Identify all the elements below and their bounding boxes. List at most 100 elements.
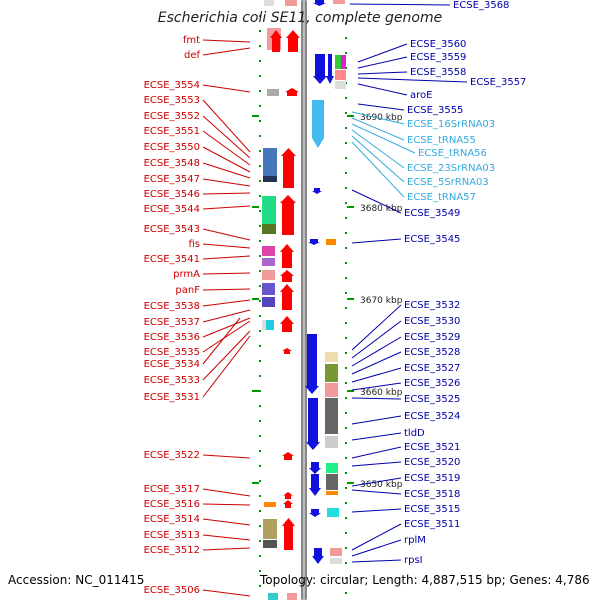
left-leader-line bbox=[202, 115, 251, 159]
right-leader-line bbox=[349, 3, 451, 6]
gene-block bbox=[287, 593, 297, 600]
left-gene-label: ECSE_3551 bbox=[144, 126, 200, 137]
gene-block bbox=[285, 0, 297, 6]
scale-label: 3680 kbp bbox=[360, 204, 403, 214]
tick-dot bbox=[345, 472, 347, 474]
scale-label: 3670 kbp bbox=[360, 296, 403, 306]
right-leader-line bbox=[357, 103, 405, 111]
right-gene-label: ECSE_3529 bbox=[404, 332, 460, 343]
reverse-gene-arrow bbox=[280, 195, 296, 235]
left-leader-line bbox=[202, 320, 251, 353]
left-leader-line bbox=[202, 146, 251, 173]
forward-gene-arrow bbox=[312, 188, 322, 194]
left-leader-line bbox=[202, 488, 251, 497]
gene-block bbox=[262, 224, 276, 234]
gene-block bbox=[330, 558, 342, 564]
gene-block bbox=[325, 436, 338, 448]
right-gene-label: ECSE_3528 bbox=[404, 347, 460, 358]
left-gene-label: ECSE_3550 bbox=[144, 142, 200, 153]
left-leader-line bbox=[202, 335, 251, 398]
tick-dot bbox=[259, 225, 261, 227]
left-leader-line bbox=[202, 130, 251, 166]
gene-block bbox=[330, 548, 342, 556]
forward-gene-arrow bbox=[309, 474, 321, 496]
tick-dot bbox=[259, 270, 261, 272]
gene-block bbox=[341, 55, 346, 69]
right-leader-line bbox=[351, 432, 402, 441]
tick-dot bbox=[259, 360, 261, 362]
right-gene-label: ECSE_3524 bbox=[404, 411, 460, 422]
tick-dot bbox=[259, 390, 261, 392]
right-leader-line bbox=[351, 367, 402, 383]
left-leader-line bbox=[202, 454, 251, 459]
gene-block bbox=[325, 364, 338, 382]
reverse-gene-arrow bbox=[280, 316, 294, 332]
tick-dot bbox=[345, 247, 347, 249]
reverse-gene-arrow bbox=[282, 452, 294, 460]
left-gene-label: ECSE_3547 bbox=[144, 174, 200, 185]
right-leader-line bbox=[351, 397, 402, 400]
right-leader-line bbox=[351, 508, 402, 513]
left-gene-label: ECSE_3541 bbox=[144, 254, 200, 265]
right-leader-line bbox=[351, 539, 402, 557]
tick-dot bbox=[259, 75, 261, 77]
gene-block bbox=[326, 239, 336, 245]
tick-dot bbox=[259, 525, 261, 527]
tick-dot bbox=[345, 457, 347, 459]
tick-dot bbox=[345, 22, 347, 24]
right-gene-label: rpsI bbox=[404, 555, 423, 566]
forward-gene-arrow bbox=[326, 54, 334, 84]
forward-gene-arrow bbox=[312, 548, 324, 564]
right-leader-line bbox=[351, 123, 416, 154]
backbone-highlight bbox=[303, 0, 305, 600]
reverse-gene-arrow bbox=[280, 270, 294, 282]
left-leader-line bbox=[202, 518, 251, 526]
right-gene-label: tldD bbox=[404, 428, 425, 439]
tick-dot bbox=[259, 300, 261, 302]
topology-label: Topology: circular; Length: 4,887,515 bp… bbox=[260, 573, 590, 587]
right-gene-label: ECSE_3526 bbox=[404, 378, 460, 389]
gene-block bbox=[326, 474, 338, 490]
tick-dot bbox=[345, 172, 347, 174]
gene-block bbox=[262, 297, 275, 307]
right-gene-label: ECSE_3530 bbox=[404, 316, 460, 327]
gene-block bbox=[326, 491, 338, 495]
tick-dot bbox=[259, 315, 261, 317]
forward-gene-arrow bbox=[313, 0, 326, 6]
reverse-gene-arrow bbox=[283, 500, 293, 508]
tick-dot bbox=[345, 187, 347, 189]
tick-dot bbox=[345, 547, 347, 549]
gene-block bbox=[268, 593, 278, 600]
right-gene-label: ECSE_3545 bbox=[404, 234, 460, 245]
left-gene-label: ECSE_3517 bbox=[144, 484, 200, 495]
tick-dot bbox=[345, 427, 347, 429]
major-tick bbox=[347, 482, 354, 484]
left-gene-label: fis bbox=[188, 239, 200, 250]
tick-dot bbox=[259, 150, 261, 152]
reverse-gene-arrow bbox=[282, 518, 295, 550]
left-gene-label: prmA bbox=[173, 269, 200, 280]
tick-dot bbox=[345, 232, 347, 234]
tick-dot bbox=[259, 195, 261, 197]
major-tick bbox=[252, 206, 259, 208]
left-leader-line bbox=[202, 192, 251, 195]
reverse-gene-arrow bbox=[281, 148, 296, 188]
tick-dot bbox=[345, 262, 347, 264]
forward-gene-arrow bbox=[308, 239, 320, 245]
left-leader-line bbox=[202, 589, 251, 597]
left-leader-line bbox=[202, 47, 251, 56]
left-gene-label: ECSE_3533 bbox=[144, 375, 200, 386]
tick-dot bbox=[345, 577, 347, 579]
scale-label: 3660 kbp bbox=[360, 388, 403, 398]
tick-dot bbox=[259, 465, 261, 467]
left-leader-line bbox=[202, 205, 251, 210]
gene-block bbox=[263, 176, 277, 182]
right-gene-label: ECSE_3515 bbox=[404, 504, 460, 515]
major-tick bbox=[252, 390, 259, 392]
tick-dot bbox=[345, 37, 347, 39]
tick-dot bbox=[259, 570, 261, 572]
left-gene-label: ECSE_3552 bbox=[144, 111, 200, 122]
scale-label: 3690 kbp bbox=[360, 113, 403, 123]
tick-dot bbox=[345, 307, 347, 309]
